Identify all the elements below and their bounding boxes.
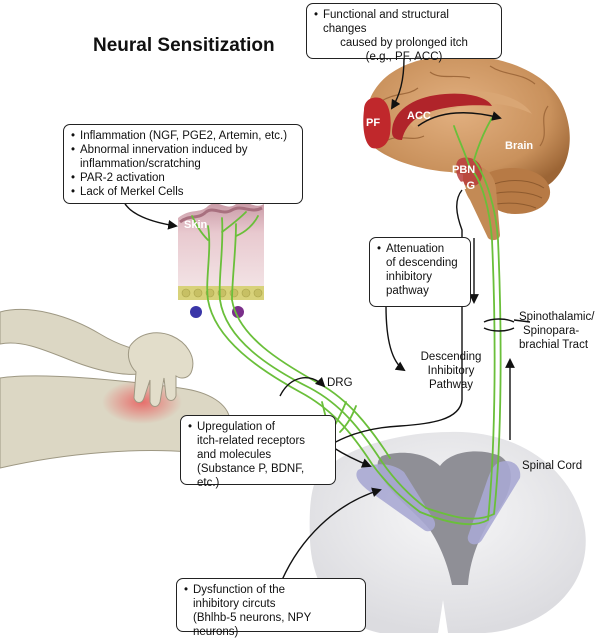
tract-bracket — [483, 318, 531, 332]
cerebellum — [486, 168, 551, 214]
nerve-fibers — [191, 117, 502, 526]
brain-changes-line-3: (e.g., PF, ACC) — [365, 51, 443, 63]
skin-factor-inflammation: Inflammation (NGF, PGE2, Artemin, etc.) — [71, 129, 295, 143]
spinal-cord-line-1: Spinal — [522, 460, 554, 472]
brain-changes-line-1: Functional and structural changes — [314, 8, 494, 36]
attenuation-line-4: pathway — [386, 285, 429, 297]
arrow-upregulation-to-cord — [333, 447, 372, 468]
immune-cell-blue — [190, 306, 202, 318]
brain-changes-line-2: caused by prolonged itch — [340, 37, 468, 49]
arrow-brain-box-to-acc — [390, 57, 405, 110]
ventral-fissure — [438, 600, 448, 633]
skin-factor-innervation: Abnormal innervation induced by inflamma… — [71, 143, 295, 171]
descending-line-3: Pathway — [428, 379, 474, 391]
descending-pathway-label: Descending Inhibitory Pathway — [408, 350, 494, 392]
tract-line-1: Spinothalamic/ — [519, 311, 595, 323]
acc-region — [392, 93, 492, 140]
attenuation-line-3: inhibitory — [386, 271, 433, 283]
arm-scratching-illustration — [0, 309, 231, 469]
upregulation-line-3: and molecules — [197, 449, 272, 461]
tract-line-2: Spinopara- — [523, 325, 580, 337]
fat-cells — [181, 288, 263, 298]
skin-surface — [178, 202, 264, 290]
skin-branch-1 — [191, 215, 209, 241]
title-line-1: Neural — [93, 35, 153, 56]
sensory-fiber-3 — [231, 223, 391, 459]
brain-fibers — [453, 117, 493, 169]
attenuation-box: Attenuation of descending inhibitory pat… — [369, 237, 471, 307]
upregulation-line-1: Upregulation of — [188, 420, 328, 434]
upregulation-line-2: itch-related receptors — [197, 435, 306, 447]
upregulation-line-4: (Substance P, BDNF, etc.) — [197, 463, 305, 489]
brain-label: Brain — [505, 140, 534, 152]
arrow-dysfunction-to-cord — [281, 487, 382, 581]
scratching-hand — [127, 332, 194, 407]
pf-region — [363, 97, 391, 149]
dysfunction-line-3: (Bhlhb-5 neurons, NPY neurons) — [193, 612, 312, 638]
dysfunction-line-2: inhibitory circuts — [193, 598, 276, 610]
attenuation-line-1: Attenuation — [377, 242, 463, 256]
spinal-cord-label: Spinal Cord — [522, 459, 582, 473]
cerebrum — [366, 55, 570, 193]
pag-label: PAG — [452, 180, 476, 192]
epidermis-bumps — [179, 206, 263, 224]
descending-pathway-line — [301, 189, 463, 467]
descending-line-2: Inhibitory — [427, 365, 475, 377]
pf-label: PF — [366, 117, 381, 129]
brain-illustration — [363, 55, 570, 241]
pbn-label: PBN — [452, 164, 476, 176]
title-line-2: Sensitization — [157, 35, 275, 56]
upper-arm — [0, 309, 151, 375]
upregulation-box: Upregulation of itch-related receptors a… — [180, 415, 336, 489]
dysfunction-box: Dysfunction of the inhibitory circuts (B… — [176, 578, 366, 638]
dysfunction-line-1: Dysfunction of the — [184, 583, 358, 597]
gyri-lines — [379, 65, 549, 147]
acc-label: ACC — [407, 110, 431, 122]
attenuation-line-2: of descending — [386, 257, 458, 269]
pbn-pag-region — [456, 157, 483, 187]
dorsal-horn-left — [356, 464, 436, 532]
connectors — [123, 57, 531, 581]
cerebellum-folds — [491, 180, 545, 209]
skin-factors-box: Inflammation (NGF, PGE2, Artemin, etc.) … — [63, 124, 303, 204]
tract-label: Spinothalamic/ Spinopara- brachial Tract — [519, 310, 599, 352]
skin-branch-3 — [235, 215, 259, 237]
tract-line-3: brachial Tract — [519, 339, 589, 351]
sensory-fiber-1 — [206, 225, 421, 513]
arrow-attenuation-to-descending — [385, 305, 406, 372]
brain-changes-box: Functional and structural changes caused… — [306, 3, 502, 63]
page-title: Neural Sensitization — [93, 34, 275, 57]
arrow-acc-loop — [417, 111, 502, 127]
skin-factor-par2: PAR-2 activation — [71, 171, 295, 185]
spinothalamic-tract-2 — [425, 159, 502, 520]
descending-line-1: Descending — [420, 351, 482, 363]
spinal-cord-line-2: Cord — [557, 460, 583, 472]
skin-factor-merkel: Lack of Merkel Cells — [71, 185, 295, 199]
drg-label: DRG — [327, 377, 353, 389]
spinothalamic-tract-1 — [419, 167, 496, 526]
sensory-fiber-2 — [218, 217, 427, 509]
arrow-skin-box-to-skin — [123, 201, 178, 230]
arrow-drg — [279, 376, 326, 397]
skin-label: Skin — [184, 219, 208, 231]
skin-branch-2 — [221, 211, 247, 233]
